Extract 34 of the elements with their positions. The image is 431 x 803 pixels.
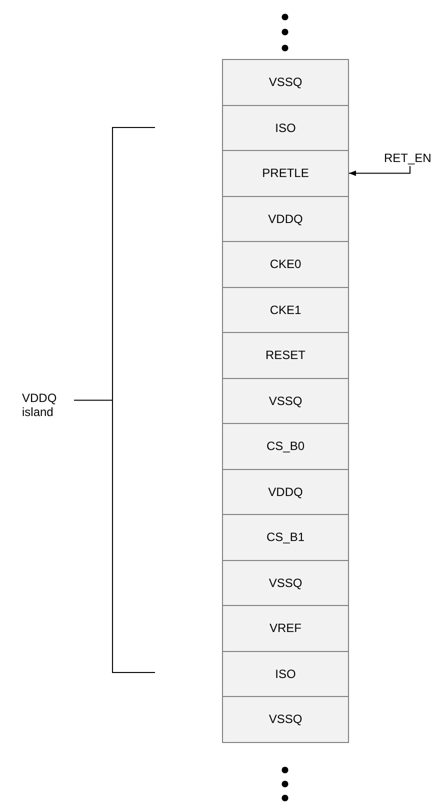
pin-name: RESET bbox=[265, 348, 306, 362]
pin-name: VDDQ bbox=[268, 212, 303, 226]
pin-name: VSSQ bbox=[268, 576, 302, 590]
pin-name: VSSQ bbox=[268, 75, 302, 90]
pin-cell bbox=[222, 560, 349, 606]
pin-name: CKE0 bbox=[270, 257, 302, 272]
pin-cell bbox=[222, 196, 349, 242]
pin-name: PRETLE bbox=[262, 166, 309, 180]
pin-cell bbox=[222, 286, 349, 333]
pin-cell bbox=[222, 696, 349, 742]
pin-cell bbox=[222, 378, 349, 424]
pin-name: ISO bbox=[275, 666, 296, 681]
pin-name: VREF bbox=[269, 621, 302, 636]
pin-cell bbox=[222, 241, 349, 288]
pin-name: CS_B1 bbox=[266, 530, 305, 544]
pin-name: CKE1 bbox=[270, 302, 302, 317]
pin-cell bbox=[222, 423, 349, 470]
pin-cell bbox=[222, 150, 349, 196]
pin-cell bbox=[222, 605, 349, 652]
pin-cell bbox=[222, 332, 349, 378]
signal-label: VDDQ island bbox=[22, 390, 58, 420]
bracket bbox=[112, 127, 155, 674]
pin-name: ISO bbox=[275, 120, 296, 135]
pin-cell bbox=[222, 104, 349, 151]
pin-name: CS_B0 bbox=[266, 439, 305, 454]
signal-label: RET_EN bbox=[384, 150, 431, 166]
pin-cell bbox=[222, 650, 349, 697]
arrow bbox=[348, 166, 410, 176]
pin-cell bbox=[222, 514, 349, 560]
pin-cell bbox=[222, 59, 349, 106]
pin-name: VDDQ bbox=[268, 484, 303, 499]
pin-name: VSSQ bbox=[268, 712, 302, 726]
pin-cell bbox=[222, 468, 349, 515]
pin-name: VSSQ bbox=[268, 394, 302, 408]
